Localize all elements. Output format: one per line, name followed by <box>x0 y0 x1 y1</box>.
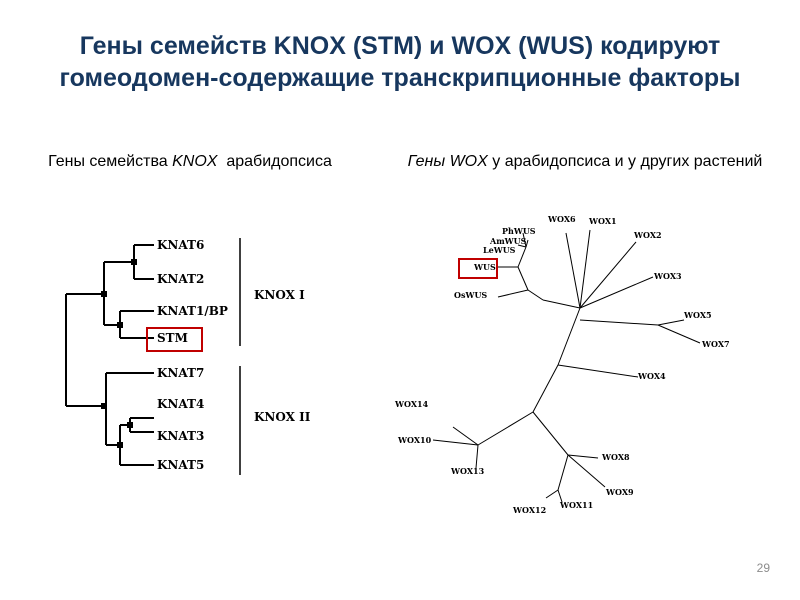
wox-leaf: WOX11 <box>559 500 593 510</box>
wox-leaf: LeWUS <box>483 245 516 255</box>
knox-group-1-label: KNOX I <box>254 288 305 302</box>
wox-leaf-wus: WUS <box>473 262 496 272</box>
knox-leaf: KNAT6 <box>157 238 204 252</box>
wox-caption-suffix: у арабидопсиса и у других растений <box>487 153 763 170</box>
page-number: 29 <box>756 561 770 575</box>
wox-tree-svg: WOX6 WOX1 WOX2 WOX3 WOX5 WOX7 WOX4 WOX8 … <box>394 214 730 515</box>
wox-leaf: WOX8 <box>601 452 630 462</box>
wox-leaf: WOX3 <box>653 271 682 281</box>
slide-title: Гены семейств KNOX (STM) и WOX (WUS) код… <box>0 30 800 94</box>
wox-leaf: WOX13 <box>450 466 485 476</box>
wox-tree-image: WOX6 WOX1 WOX2 WOX3 WOX5 WOX7 WOX4 WOX8 … <box>378 205 758 525</box>
knox-caption-suffix: арабидопсиса <box>217 153 332 170</box>
wox-leaf: WOX5 <box>683 310 712 320</box>
knox-leaf: KNAT5 <box>157 458 204 472</box>
knox-leaf-stm: STM <box>157 331 188 345</box>
wox-caption: Гены WOX у арабидопсиса и у других расте… <box>405 151 765 172</box>
knox-leaf: KNAT2 <box>157 272 204 286</box>
wox-leaf: AmWUS <box>489 236 527 246</box>
knox-tree-image: KNAT6 KNAT2 KNAT1/BP STM KNAT7 KNAT4 KNA… <box>44 218 337 492</box>
wox-leaf: WOX6 <box>547 214 576 224</box>
wox-leaf: PhWUS <box>502 226 536 236</box>
knox-tree-svg: KNAT6 KNAT2 KNAT1/BP STM KNAT7 KNAT4 KNA… <box>65 238 311 475</box>
wox-leaf: WOX7 <box>701 339 730 349</box>
knox-leaf: KNAT7 <box>157 366 204 380</box>
knox-caption-italic: KNOX <box>172 153 218 170</box>
knox-group-2-label: KNOX II <box>254 410 311 424</box>
wox-leaf: WOX9 <box>605 487 634 497</box>
wox-leaf: WOX10 <box>397 435 432 445</box>
wox-leaf: WOX1 <box>588 216 617 226</box>
slide-title-line-2: гомеодомен-содержащие транскрипционные ф… <box>59 64 741 92</box>
wus-highlight-box <box>458 258 498 279</box>
stm-highlight-box <box>146 327 203 352</box>
knox-caption: Гены семейства KNOX арабидопсиса <box>20 151 360 172</box>
wox-leaf: WOX12 <box>512 505 546 515</box>
knox-leaf: KNAT3 <box>157 429 204 443</box>
wox-leaf: WOX2 <box>633 230 662 240</box>
wox-leaf: OsWUS <box>454 290 487 300</box>
wox-caption-italic: Гены WOX <box>407 153 488 170</box>
slide-title-line-1: Гены семейств KNOX (STM) и WOX (WUS) код… <box>79 32 721 60</box>
knox-caption-prefix: Гены семейства <box>48 153 173 170</box>
knox-leaf: KNAT1/BP <box>157 304 228 318</box>
wox-leaf: WOX14 <box>394 399 429 409</box>
wox-leaf: WOX4 <box>637 371 666 381</box>
knox-leaf: KNAT4 <box>157 397 204 411</box>
